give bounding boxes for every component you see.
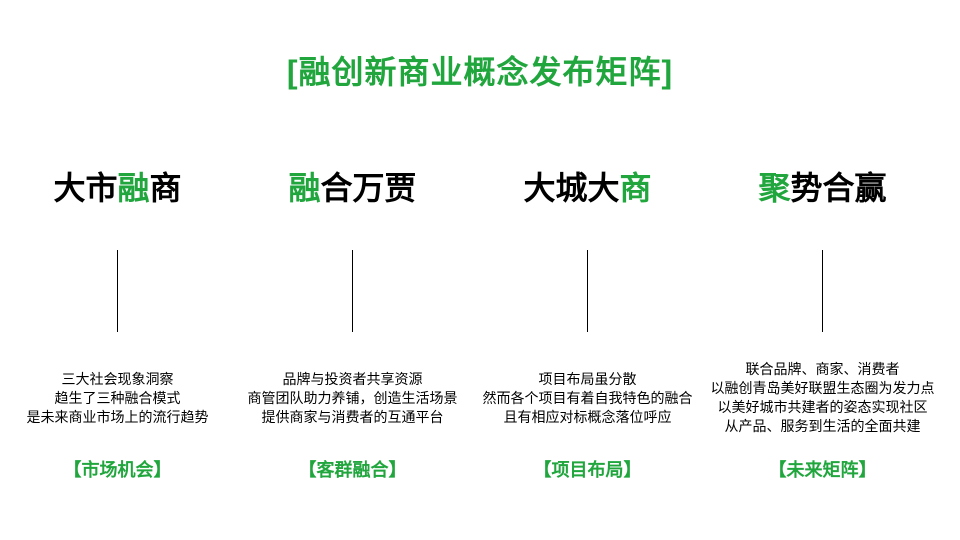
column-customer-integration: 融合万贾 品牌与投资者共享资源 商管团队助力养铺，创造生活场景 提供商家与消费者… [235, 160, 470, 482]
column-future-matrix: 聚势合赢 联合品牌、商家、消费者 以融创青岛美好联盟生态圈为发力点 以美好城市共… [705, 160, 940, 482]
column-heading: 大市融商 [53, 164, 181, 212]
column-description: 项目布局虽分散 然而各个项目有着自我特色的融合 且有相应对标概念落位呼应 [483, 360, 693, 436]
column-heading: 融合万贾 [288, 164, 416, 212]
slide-title: [融创新商业概念发布矩阵] [286, 54, 674, 90]
connector-line [351, 250, 354, 332]
matrix-columns: 大市融商 三大社会现象洞察 趋生了三种融合模式 是未来商业市场上的流行趋势 【市… [0, 160, 940, 482]
description-line: 三大社会现象洞察 [61, 370, 174, 387]
connector-line [821, 250, 824, 332]
heading-text-post: 合万贾 [320, 170, 417, 206]
heading-text-post: 商 [149, 170, 182, 206]
description-line: 然而各个项目有着自我特色的融合 [482, 389, 693, 406]
heading-highlight: 商 [619, 170, 652, 206]
column-label: 【客群融合】 [298, 460, 407, 480]
column-label: 【未来矩阵】 [768, 460, 877, 480]
column-label: 【项目布局】 [533, 460, 642, 480]
column-description: 联合品牌、商家、消费者 以融创青岛美好联盟生态圈为发力点 以美好城市共建者的姿态… [711, 360, 935, 436]
description-line: 提供商家与消费者的互通平台 [261, 408, 444, 425]
column-description: 三大社会现象洞察 趋生了三种融合模式 是未来商业市场上的流行趋势 [27, 360, 209, 436]
heading-highlight: 融 [117, 170, 150, 206]
description-line: 以融创青岛美好联盟生态圈为发力点 [710, 380, 935, 396]
description-line: 商管团队助力养铺，创造生活场景 [247, 389, 458, 406]
column-heading: 大城大商 [523, 164, 651, 212]
description-line: 是未来商业市场上的流行趋势 [26, 408, 209, 425]
column-description: 品牌与投资者共享资源 商管团队助力养铺，创造生活场景 提供商家与消费者的互通平台 [248, 360, 458, 436]
description-line: 且有相应对标概念落位呼应 [503, 408, 672, 425]
description-line: 联合品牌、商家、消费者 [745, 361, 900, 377]
heading-highlight: 融 [288, 170, 321, 206]
description-line: 项目布局虽分散 [538, 370, 637, 387]
column-market-opportunity: 大市融商 三大社会现象洞察 趋生了三种融合模式 是未来商业市场上的流行趋势 【市… [0, 160, 235, 482]
heading-text-pre: 大城大 [523, 170, 620, 206]
heading-text-post: 势合赢 [790, 170, 887, 206]
description-line: 品牌与投资者共享资源 [282, 370, 423, 387]
heading-text-pre: 大市 [53, 170, 118, 206]
connector-line [116, 250, 119, 332]
heading-highlight: 聚 [758, 170, 791, 206]
column-label: 【市场机会】 [63, 460, 172, 480]
connector-line [586, 250, 589, 332]
description-line: 趋生了三种融合模式 [54, 389, 181, 406]
column-project-layout: 大城大商 项目布局虽分散 然而各个项目有着自我特色的融合 且有相应对标概念落位呼… [470, 160, 705, 482]
description-line: 从产品、服务到生活的全面共建 [724, 418, 921, 434]
column-heading: 聚势合赢 [758, 164, 886, 212]
description-line: 以美好城市共建者的姿态实现社区 [717, 399, 928, 415]
